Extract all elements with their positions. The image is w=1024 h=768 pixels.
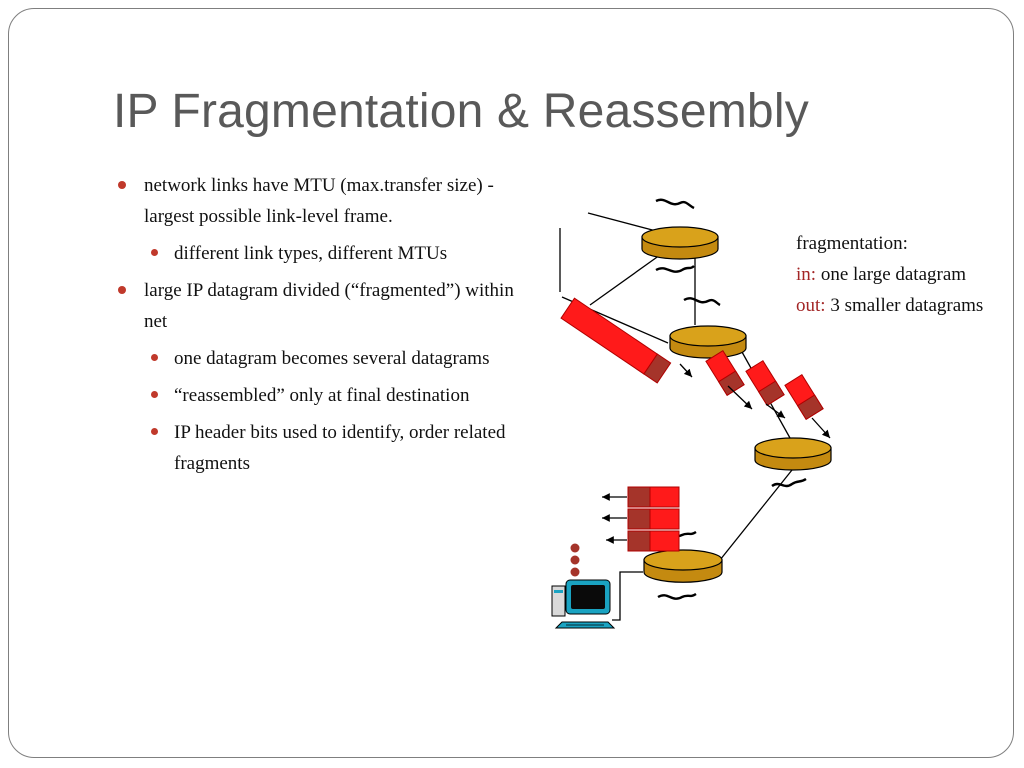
sub-bullet-item: different link types, different MTUs (118, 238, 538, 269)
caption-out: out: 3 smaller datagrams (796, 290, 996, 321)
computer-icon (551, 579, 616, 629)
received-fragments (627, 486, 680, 552)
sub-bullet-item: “reassembled” only at final destination (118, 380, 538, 411)
bullet-list: network links have MTU (max.transfer siz… (118, 170, 538, 485)
sub-bullet-item: one datagram becomes several datagrams (118, 343, 538, 374)
caption-in-label: in: (796, 264, 817, 285)
fragment-datagram (705, 350, 745, 396)
bullet-item: network links have MTU (max.transfer siz… (118, 170, 538, 232)
fragment-datagram (784, 374, 824, 420)
flow-arrows (679, 363, 831, 439)
fragmentation-diagram (551, 198, 832, 629)
caption-in: in: one large datagram (796, 259, 996, 290)
bullet-item: large IP datagram divided (“fragmented”)… (118, 275, 538, 337)
router-icon (669, 325, 747, 359)
delivery-arrows (602, 493, 627, 544)
fragment-datagram (745, 360, 785, 406)
caption-out-text: 3 smaller datagrams (825, 295, 984, 316)
slide-frame (8, 8, 1014, 758)
caption-out-label: out: (796, 295, 826, 316)
caption-heading: fragmentation: (796, 233, 908, 254)
sub-bullet-item: IP header bits used to identify, order r… (118, 417, 538, 479)
large-datagram (560, 297, 672, 384)
router-icon (754, 437, 832, 471)
router-icon (643, 549, 723, 583)
slide-title: IP Fragmentation & Reassembly (113, 85, 809, 138)
router-icon (641, 226, 719, 260)
caption-in-text: one large datagram (816, 264, 967, 285)
reassembly-dots (570, 543, 580, 577)
fragmentation-caption: fragmentation: in: one large datagram ou… (796, 228, 996, 321)
